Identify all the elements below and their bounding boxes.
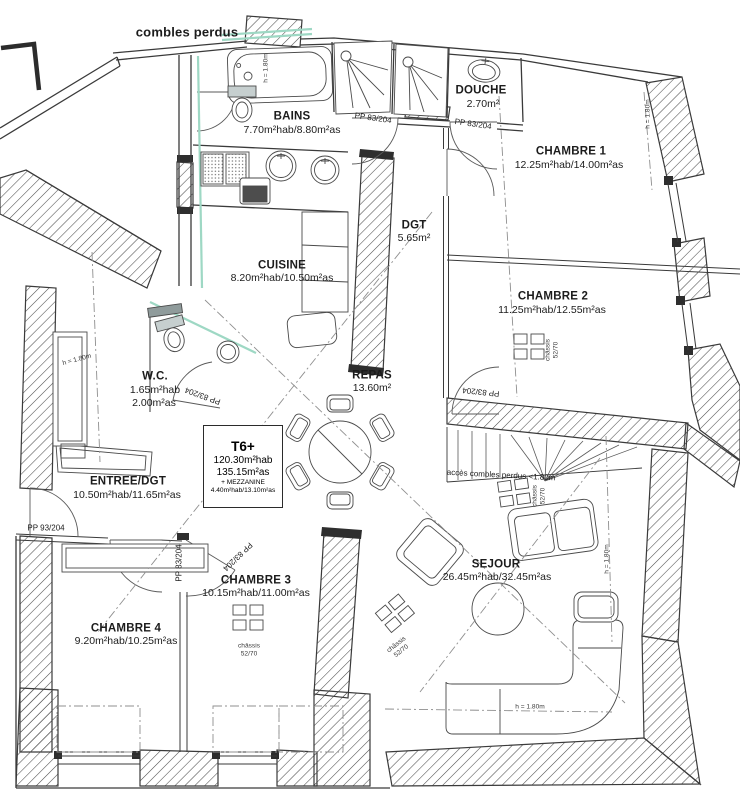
wc-shelf [147, 303, 184, 318]
wc-basin-icon [216, 340, 240, 364]
room-area-bains: 7.70m²hab/8.80m²as [243, 124, 341, 137]
projection-lines [56, 91, 653, 753]
roof-window-icon [232, 604, 264, 631]
unit-mezzanine: + MEZZANINE [221, 479, 265, 486]
corner-sofa [445, 591, 624, 735]
closet [61, 543, 209, 573]
room-name-chambre2: CHAMBRE 2 [517, 290, 589, 303]
window-seat [52, 331, 88, 459]
wall-lines [0, 37, 740, 789]
stairs [457, 430, 638, 482]
room-area-sejour: 26.45m²hab/32.45m²as [442, 571, 552, 584]
chassis-word: châssis [238, 642, 260, 650]
unit-as: 135.15m²as [216, 467, 270, 478]
shower-icon [333, 40, 449, 118]
room-area-cuisine: 8.20m²hab/10.50m²as [230, 272, 334, 285]
sofa-two-seat [507, 498, 599, 561]
attic-label: combles perdus [135, 24, 239, 40]
room-name-chambre3: CHAMBRE 3 [220, 574, 292, 587]
room-name-entree: ENTREE/DGT [89, 475, 167, 488]
unit-mezzanine-area: 4.40m²hab/13.10m²as [210, 487, 276, 494]
room-area-chambre4: 9.20m²hab/10.25m²as [74, 635, 178, 648]
hatched-walls [0, 15, 740, 787]
side-table [471, 582, 525, 636]
room-name-sejour: SEJOUR [471, 558, 521, 571]
roof-window-label: châssis 52/70 [531, 485, 546, 507]
room-name-wc: W.C. [142, 370, 168, 383]
room-name-repas: REPAS [352, 369, 392, 382]
wc-toilet-icon [154, 314, 186, 353]
room-name-dgt: DGT [401, 219, 427, 232]
chassis-word: châssis [531, 485, 539, 507]
room-area-wc: 1.65m²hab [129, 384, 181, 397]
roof-window-label: châssis 52/70 [544, 339, 559, 361]
chassis-size: 52/70 [552, 341, 559, 359]
height-label: h = 1.80m [644, 99, 652, 129]
unit-hab: 120.30m²hab [213, 455, 273, 466]
room-area-dgt: 5.65m² [397, 232, 431, 245]
height-label: h = 1.80m [603, 544, 611, 574]
wall-caps [54, 149, 693, 759]
room-name-chambre1: CHAMBRE 1 [535, 145, 607, 158]
room-name-chambre4: CHAMBRE 4 [90, 622, 162, 635]
room-name-cuisine: CUISINE [257, 259, 307, 272]
room-area-douche: 2.70m² [466, 98, 500, 111]
unit-summary-box: T6+ 120.30m²hab 135.15m²as + MEZZANINE 4… [203, 425, 283, 508]
chassis-size: 52/70 [240, 650, 258, 657]
height-label: h = 1.80m [262, 53, 270, 83]
entrance-door-size-label: PP 93/204 [27, 523, 65, 533]
roof-window-icon [513, 333, 545, 360]
room-name-douche: DOUCHE [455, 84, 507, 97]
room-area2-wc: 2.00m²as [132, 397, 176, 410]
unit-title: T6+ [231, 439, 255, 454]
room-name-bains: BAINS [273, 110, 311, 123]
toilet-icon [227, 85, 257, 123]
armchair [396, 518, 464, 586]
fixtures [52, 40, 624, 735]
roof-window-icon [496, 477, 532, 508]
room-area-entree: 10.50m²hab/11.65m²as [73, 489, 181, 502]
height-label: h = 1.80m [515, 703, 545, 711]
room-area-chambre3: 10.15m²hab/11.00m²as [202, 587, 310, 600]
kitchen-counter [200, 150, 349, 349]
door-size-label: PP 83/204 [174, 544, 184, 582]
chassis-word: châssis [544, 339, 552, 361]
room-area-repas: 13.60m² [352, 382, 392, 395]
roof-window-label: châssis 52/70 [238, 642, 260, 657]
room-area-chambre1: 12.25m²hab/14.00m²as [514, 159, 624, 172]
roof-window-icon [374, 593, 416, 634]
dining-table [285, 394, 395, 510]
room-area-chambre2: 11.25m²hab/12.55m²as [498, 304, 606, 317]
washbasin-icon [467, 58, 501, 83]
entry-wardrobe [55, 443, 153, 477]
chassis-size: 52/70 [539, 487, 546, 505]
